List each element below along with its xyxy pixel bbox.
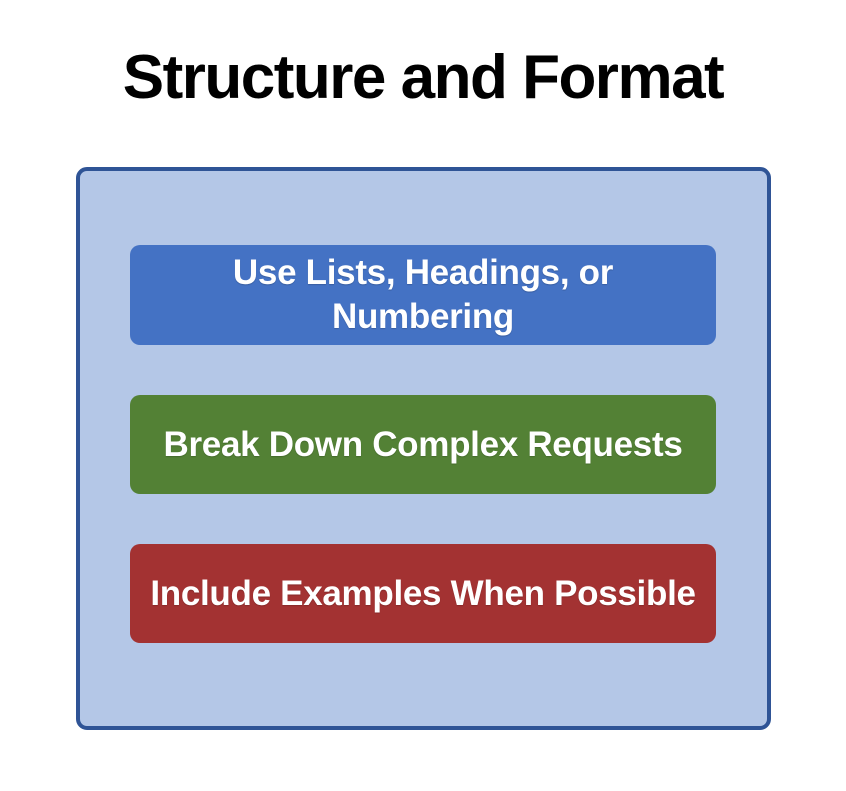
- box-include-examples-when-possible: Include Examples When Possible: [130, 544, 716, 643]
- box-use-lists-headings-numbering: Use Lists, Headings, or Numbering: [130, 245, 716, 345]
- page-title: Structure and Format: [122, 43, 725, 112]
- box-label-use-lists-headings-numbering: Use Lists, Headings, or Numbering: [232, 253, 614, 336]
- group-panel: Use Lists, Headings, or Numbering Break …: [75, 167, 771, 730]
- box-label-break-down-complex-requests: Break Down Complex Requests: [163, 424, 683, 464]
- box-break-down-complex-requests: Break Down Complex Requests: [130, 395, 716, 494]
- box-label-include-examples-when-possible: Include Examples When Possible: [150, 573, 696, 613]
